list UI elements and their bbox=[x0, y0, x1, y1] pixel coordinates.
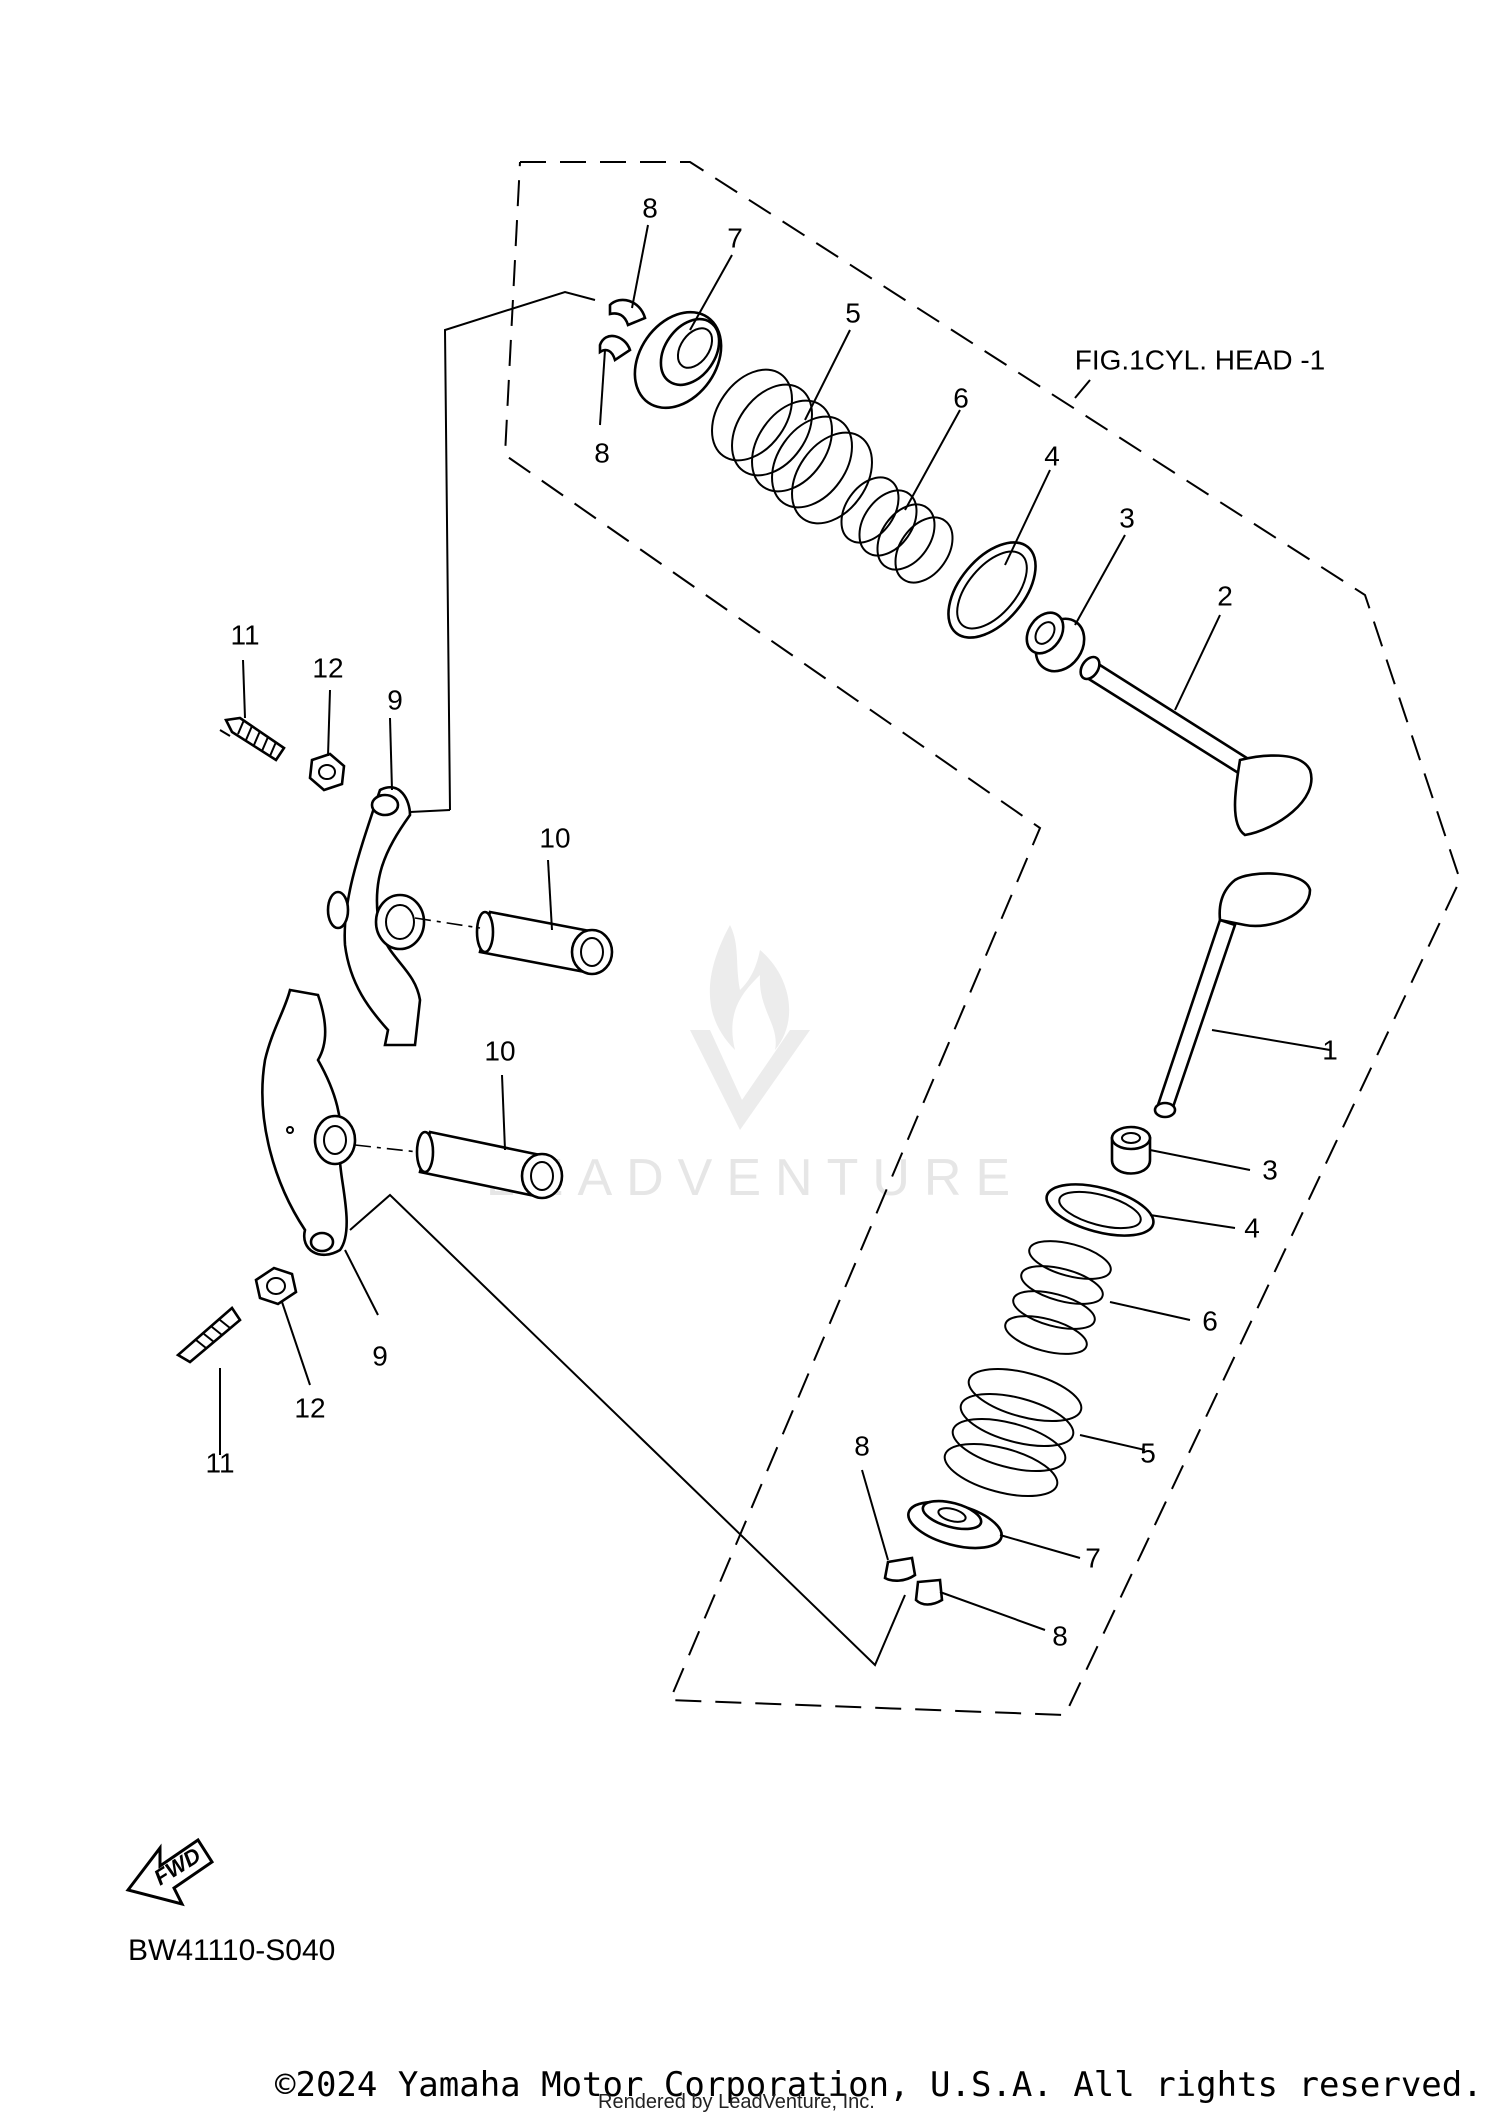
callout-9-upper: 9 bbox=[387, 684, 403, 715]
valve-cotter-upper bbox=[598, 298, 647, 363]
callout-8-upper-top: 8 bbox=[642, 192, 658, 223]
valve-adjuster-screw-upper bbox=[219, 716, 286, 762]
intake-valve bbox=[1153, 872, 1312, 1119]
valve-stem-seal-lower bbox=[1110, 1125, 1152, 1175]
inner-valve-spring-upper bbox=[840, 476, 954, 584]
valve-spring-seat-upper bbox=[947, 541, 1037, 639]
callout-10-lower: 10 bbox=[484, 1035, 515, 1066]
callout-5-lower: 5 bbox=[1140, 1437, 1156, 1468]
callout-6-upper: 6 bbox=[953, 382, 969, 413]
leadventure-watermark: LEADVENTURE bbox=[486, 925, 1024, 1207]
callout-11-lower: 11 bbox=[205, 1447, 234, 1478]
callout-3-upper: 3 bbox=[1119, 502, 1135, 533]
leader-lines bbox=[219, 224, 1331, 1631]
valve-adjuster-screw-lower bbox=[175, 1306, 242, 1364]
callout-labels: 1 2 3 3 4 4 5 5 6 6 7 7 8 8 8 8 9 9 10 1… bbox=[205, 192, 1337, 1651]
callout-8-upper-bottom: 8 bbox=[594, 437, 610, 468]
figure-reference: FIG.1CYL. HEAD -1 bbox=[1075, 344, 1326, 375]
valve-spring-retainer-lower bbox=[907, 1499, 1003, 1550]
locknut-lower bbox=[254, 1266, 298, 1306]
valve-stem-seal-upper bbox=[1025, 611, 1086, 673]
callout-6-lower: 6 bbox=[1202, 1305, 1218, 1336]
copyright-notice: ©2024 Yamaha Motor Corporation, U.S.A. A… bbox=[275, 2065, 1483, 2105]
callout-10-upper: 10 bbox=[539, 822, 570, 853]
upper-assembly-line bbox=[443, 290, 596, 811]
valve-spring-seat-lower bbox=[1045, 1183, 1155, 1237]
callout-8-lower-bottom: 8 bbox=[1052, 1620, 1068, 1651]
rendered-by: Rendered by LeadVenture, Inc. bbox=[598, 2091, 875, 2113]
forward-arrow-icon: FWD bbox=[125, 1837, 215, 1907]
callout-5-upper: 5 bbox=[845, 297, 861, 328]
outer-valve-spring-lower bbox=[943, 1367, 1083, 1498]
callout-4-upper: 4 bbox=[1044, 440, 1060, 471]
diagram-code: BW41110-S040 bbox=[128, 1934, 335, 1967]
rocker-arm-lower bbox=[261, 988, 357, 1256]
callout-12-lower: 12 bbox=[294, 1392, 325, 1423]
callout-2: 2 bbox=[1217, 580, 1233, 611]
callout-11-upper: 11 bbox=[230, 619, 259, 650]
exhaust-valve bbox=[1079, 655, 1313, 837]
valve-cotter-lower bbox=[883, 1556, 944, 1606]
rocker-arm-shaft-lower bbox=[354, 1130, 564, 1200]
inner-valve-spring-lower bbox=[1004, 1240, 1112, 1355]
fig1-boundary-dashed bbox=[503, 161, 1462, 1717]
outer-valve-spring-upper bbox=[711, 368, 873, 525]
rocker-arm-upper bbox=[326, 786, 426, 1047]
callout-9-lower: 9 bbox=[372, 1340, 388, 1371]
locknut-upper bbox=[308, 752, 346, 792]
callout-1: 1 bbox=[1322, 1034, 1338, 1065]
callout-12-upper: 12 bbox=[312, 652, 343, 683]
callout-8-lower-top: 8 bbox=[854, 1430, 870, 1461]
callout-7-upper: 7 bbox=[727, 222, 743, 253]
rocker-arm-shaft-upper bbox=[414, 910, 614, 976]
watermark-text: LEADVENTURE bbox=[486, 1149, 1024, 1207]
callout-7-lower: 7 bbox=[1085, 1542, 1101, 1573]
lower-assembly-line bbox=[349, 1193, 906, 1667]
valve-spring-retainer-upper bbox=[633, 310, 723, 410]
shaft-axis-upper bbox=[414, 917, 481, 929]
shaft-axis-lower bbox=[354, 1144, 419, 1153]
callout-4-lower: 4 bbox=[1244, 1212, 1260, 1243]
upper-arm-link bbox=[409, 809, 451, 813]
callout-3-lower: 3 bbox=[1262, 1154, 1278, 1185]
